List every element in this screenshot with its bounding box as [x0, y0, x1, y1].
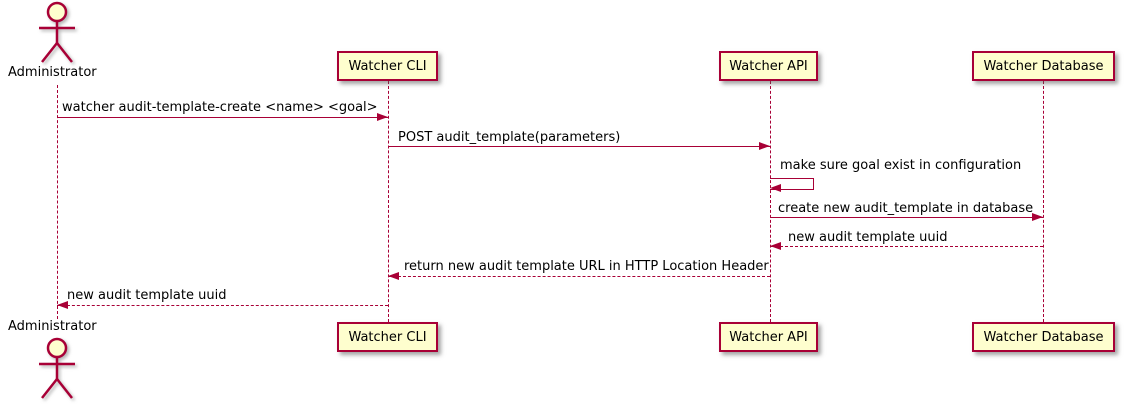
administrator-label-bottom: Administrator: [8, 319, 97, 334]
administrator-actor-icon: [39, 337, 75, 399]
message-3-arrowhead-icon: [770, 184, 781, 192]
message-7-label: new audit template uuid: [67, 288, 227, 303]
message-2-line: [388, 146, 770, 147]
message-1-line: [57, 117, 388, 118]
participant-watcher-database-bottom: Watcher Database: [972, 322, 1115, 352]
message-6-arrowhead-icon: [388, 272, 399, 280]
message-4-arrowhead-icon: [1032, 213, 1043, 221]
participant-watcher-cli-bottom: Watcher CLI: [337, 322, 438, 352]
participant-watcher-cli-top: Watcher CLI: [337, 51, 438, 81]
participant-watcher-api-top: Watcher API: [719, 51, 818, 81]
message-3-self-loop: [770, 178, 814, 190]
lifeline-watcher-api: [770, 81, 771, 322]
message-6-label: return new audit template URL in HTTP Lo…: [404, 259, 769, 274]
message-2-arrowhead-icon: [759, 142, 770, 150]
message-1-arrowhead-icon: [377, 113, 388, 121]
administrator-actor-icon: [39, 1, 75, 63]
message-1-label: watcher audit-template-create <name> <go…: [62, 100, 378, 115]
participant-watcher-database-top: Watcher Database: [972, 51, 1115, 81]
message-6-line: [388, 276, 770, 277]
message-4-line: [770, 217, 1043, 218]
participant-watcher-api-bottom: Watcher API: [719, 322, 818, 352]
administrator-label-top: Administrator: [8, 65, 97, 80]
message-5-label: new audit template uuid: [788, 230, 948, 245]
message-5-arrowhead-icon: [770, 242, 781, 250]
message-7-line: [57, 305, 388, 306]
message-3-label: make sure goal exist in configuration: [780, 158, 1022, 173]
message-2-label: POST audit_template(parameters): [398, 130, 621, 145]
message-7-arrowhead-icon: [57, 301, 68, 309]
lifeline-watcher-cli: [388, 81, 389, 322]
lifeline-administrator: [57, 85, 58, 319]
message-4-label: create new audit_template in database: [778, 201, 1034, 216]
message-5-line: [770, 246, 1043, 247]
lifeline-watcher-database: [1043, 81, 1044, 322]
